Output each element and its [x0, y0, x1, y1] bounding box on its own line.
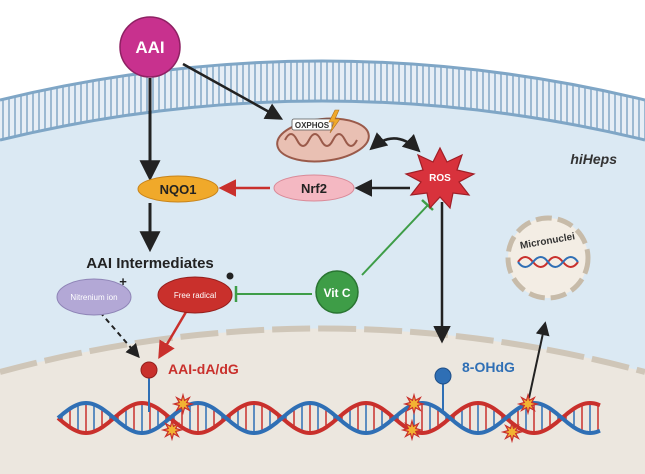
nitrenium-to-adduct-arrow: [99, 311, 140, 359]
lesion-star-icon: [160, 418, 184, 442]
dna-lesions: [160, 392, 540, 444]
membrane-inner-edge: [0, 99, 645, 142]
radical-to-adduct-arrow: [158, 311, 188, 360]
nitrenium-label: Nitrenium ion: [70, 293, 117, 302]
radical-node: [157, 276, 233, 314]
mitochondrion-icon: OXPHOS: [276, 109, 370, 163]
vitc-ros-tbar: [421, 199, 434, 211]
nqo1-node: [137, 175, 219, 203]
intermediates-label: AAI Intermediates: [86, 255, 214, 272]
lightning-icon: [328, 109, 341, 134]
oxphos-label: OXPHOS: [295, 121, 330, 130]
ros-label: ROS: [429, 173, 451, 184]
lesion-star-icon: [171, 392, 195, 416]
lesion-star-icon: [516, 392, 540, 416]
aai-node: [119, 16, 181, 78]
ohdg-label: 8-OHdG: [462, 359, 515, 375]
aai-label: AAI: [135, 38, 164, 57]
dna-base-pairs: [61, 403, 599, 433]
dna-to-micronuclei-arrow: [528, 321, 550, 399]
lesion-star-icon: [400, 418, 424, 442]
nuclear-envelope: [0, 325, 645, 375]
cell-type-label: hiHeps: [570, 151, 617, 167]
adduct-marker: [140, 361, 158, 379]
lesion-star-icon: [402, 392, 426, 416]
charge-plus-sign: +: [119, 274, 127, 289]
membrane-outer-edge: [0, 59, 645, 102]
nqo1-label: NQO1: [160, 182, 197, 197]
mito-ros-cycle-icon: [369, 132, 421, 153]
ros-node: [404, 146, 476, 210]
nrf2-node: [273, 174, 355, 202]
vitc-label: Vit C: [323, 286, 350, 300]
aai-to-mito-arrow: [182, 62, 284, 120]
ohdg-marker: [434, 367, 452, 385]
dna-strand-blue: [56, 400, 601, 436]
lesion-star-icon: [500, 420, 524, 444]
nucleus: [0, 328, 645, 474]
nitrenium-node: [56, 278, 132, 316]
vitc-inhibits-ros-line: [361, 204, 429, 276]
micronucleus-node: [505, 215, 591, 301]
micro-dna-icon: [517, 256, 579, 268]
adduct-label: AAI-dA/dG: [168, 361, 239, 377]
vitc-node: [315, 270, 359, 314]
nrf2-label: Nrf2: [301, 181, 327, 196]
radical-label: Free radical: [174, 291, 216, 300]
unpaired-electron-dot: [226, 272, 234, 280]
